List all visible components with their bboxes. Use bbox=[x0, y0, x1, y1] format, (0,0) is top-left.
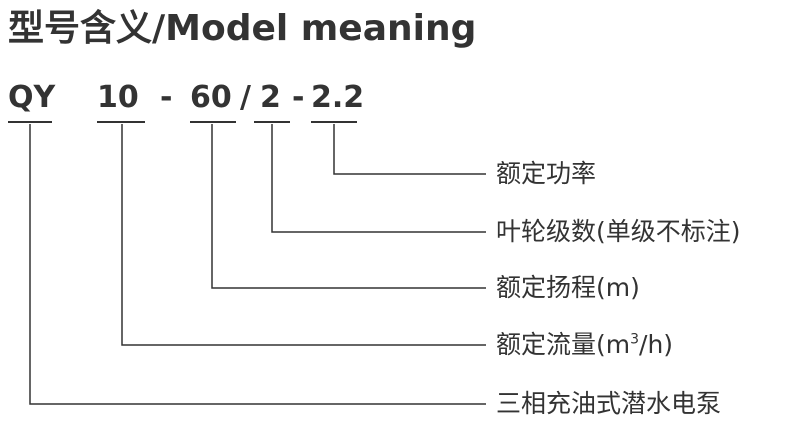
underline-flow bbox=[97, 121, 145, 123]
page-title: 型号含义/Model meaning bbox=[8, 8, 477, 49]
underline-head bbox=[190, 121, 236, 123]
underline-power bbox=[311, 121, 357, 123]
leader-flow bbox=[121, 124, 486, 346]
leader-head bbox=[211, 124, 486, 289]
code-series: QY bbox=[8, 80, 56, 115]
leader-power bbox=[333, 124, 486, 175]
desc-rated-flow: 额定流量(m3/h) bbox=[496, 328, 673, 362]
desc-impeller-stages: 叶轮级数(单级不标注) bbox=[496, 217, 741, 246]
desc-rated-head: 额定扬程(m) bbox=[496, 273, 640, 302]
underline-series bbox=[8, 121, 52, 123]
desc-pump-type: 三相充油式潜水电泵 bbox=[496, 389, 722, 418]
code-power: 2.2 bbox=[311, 80, 365, 115]
code-separator-1: - bbox=[160, 80, 173, 115]
code-separator-2: / bbox=[240, 80, 251, 115]
code-head: 60 bbox=[190, 80, 232, 115]
leader-series bbox=[29, 124, 486, 405]
underline-stages bbox=[254, 121, 290, 123]
desc-rated-power: 额定功率 bbox=[496, 159, 597, 188]
code-separator-3: - bbox=[292, 80, 305, 115]
leader-stages bbox=[271, 124, 486, 233]
code-flow: 10 bbox=[97, 80, 139, 115]
code-stages: 2 bbox=[260, 80, 281, 115]
desc-rated-flow-prefix: 额定流量(m bbox=[496, 330, 631, 359]
desc-rated-flow-suffix: /h) bbox=[639, 330, 674, 359]
desc-rated-flow-sup: 3 bbox=[630, 331, 640, 348]
